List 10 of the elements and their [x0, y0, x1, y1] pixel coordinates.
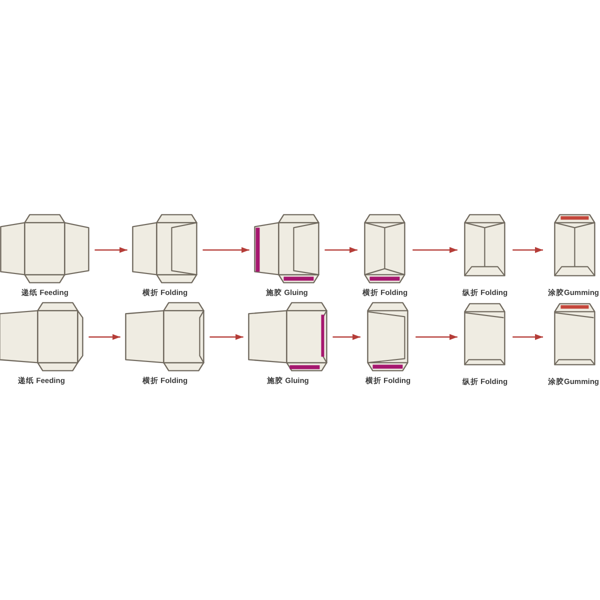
arrow: [202, 247, 250, 253]
arrow: [512, 334, 543, 340]
arrow: [416, 334, 458, 340]
arrow: [332, 334, 360, 340]
arrow: [88, 334, 120, 340]
arrow: [512, 247, 543, 253]
arrow: [210, 334, 244, 340]
arrow: [412, 247, 458, 253]
arrow: [324, 247, 358, 253]
arrow: [94, 247, 128, 253]
